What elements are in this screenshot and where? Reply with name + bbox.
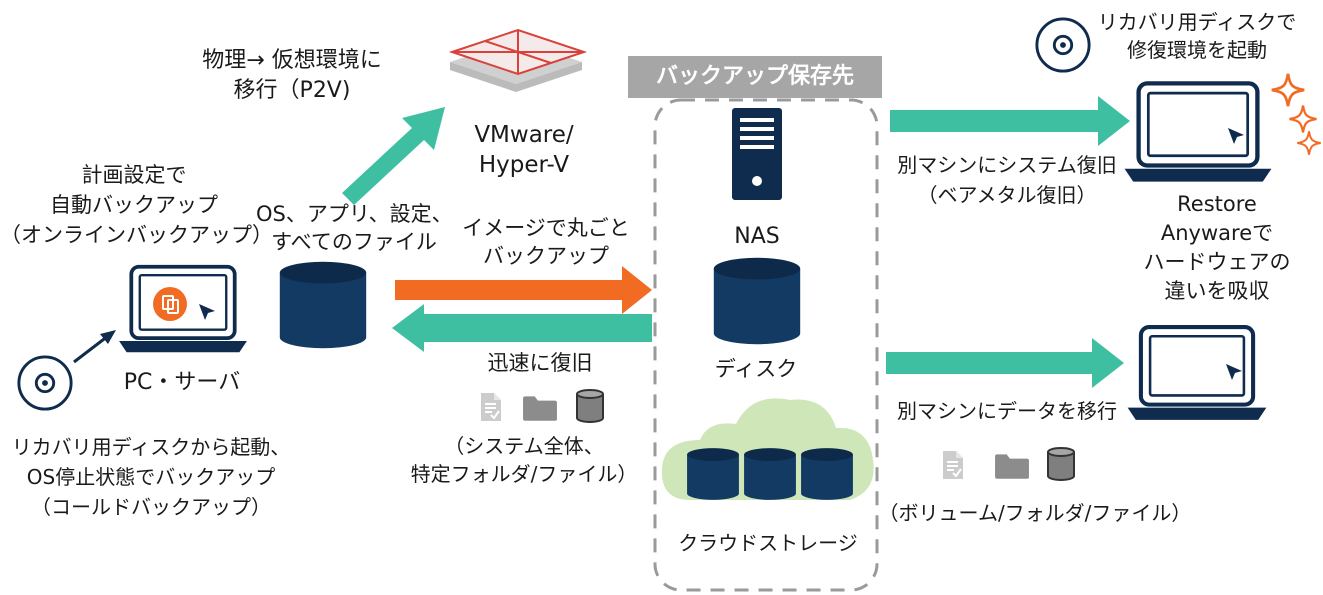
storage-title: バックアップ保存先 <box>628 56 882 98</box>
migrate-arrow <box>886 338 1124 388</box>
restore-arrow <box>392 304 652 352</box>
vmware-label: VMware/ Hyper-V <box>474 122 574 178</box>
data-label: OS、アプリ、設定、 すべてのファイル <box>256 202 453 254</box>
folder-icon <box>995 454 1029 479</box>
nas-label: NAS <box>734 224 780 249</box>
cursor-icon <box>1228 128 1244 144</box>
migrate-scope-label: （ボリューム/フォルダ/ファイル） <box>878 501 1192 525</box>
vmware-icon <box>448 28 588 92</box>
database-icon <box>279 261 367 349</box>
laptop-icon <box>1128 327 1267 420</box>
storage-frame <box>653 98 879 592</box>
database-icon <box>1047 447 1075 481</box>
p2v-arrow <box>342 107 445 205</box>
document-icon <box>942 450 964 480</box>
restore-label: 迅速に復旧 <box>487 351 593 375</box>
server-icon <box>732 108 782 200</box>
plan-label: 計画設定で 自動バックアップ （オンラインバックアップ） <box>0 163 273 247</box>
app-icon <box>153 287 187 321</box>
disc-boot-label: リカバリ用ディスクで 修復環境を起動 <box>1097 10 1297 62</box>
database-icon <box>576 389 604 423</box>
cold-backup-label: リカバリ用ディスクから起動、 OS停止状態でバックアップ （コールドバックアップ… <box>11 435 291 519</box>
laptop-icon <box>1125 83 1272 181</box>
bmr-label: 別マシンにシステム復旧 （ベアメタル復旧） <box>897 153 1117 207</box>
folder-icon <box>523 396 557 421</box>
sparkle-icon <box>1296 130 1322 156</box>
pc-label: PC・サーバ <box>123 370 241 395</box>
database-icon <box>713 257 801 345</box>
sparkle-icon <box>1270 72 1306 108</box>
cloud-label: クラウドストレージ <box>678 531 858 555</box>
document-icon <box>480 392 502 422</box>
bmr-arrow <box>890 96 1130 146</box>
backup-arrow <box>395 266 652 314</box>
cursor-icon <box>1226 364 1242 380</box>
sparkle-icon <box>1288 104 1318 134</box>
disc-icon <box>17 355 73 411</box>
cloud-icon <box>661 398 874 500</box>
anyware-label: Restore Anywareで ハードウェアの 違いを吸収 <box>1143 192 1291 303</box>
p2v-label: 物理→ 仮想環境に 移行（P2V) <box>202 48 382 103</box>
migrate-label: 別マシンにデータを移行 <box>897 399 1117 423</box>
disc-icon <box>1035 17 1091 73</box>
restore-scope-label: （システム全体、 特定フォルダ/ファイル） <box>410 434 638 486</box>
backup-label: イメージで丸ごと バックアップ <box>462 216 630 268</box>
disk-label: ディスク <box>714 357 798 381</box>
cursor-icon <box>199 304 215 320</box>
